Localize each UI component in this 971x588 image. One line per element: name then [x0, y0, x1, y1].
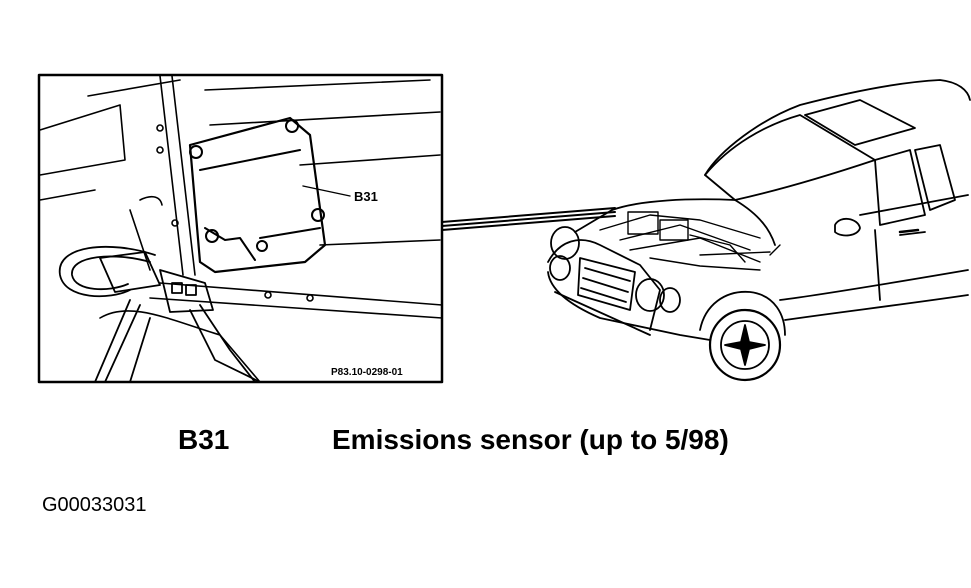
- car-headlight-left: [550, 226, 580, 260]
- car-illustration: [547, 79, 971, 382]
- car-headlight-right: [635, 278, 665, 312]
- car-side-window-rear: [914, 144, 956, 211]
- inset-pointer-lines: [441, 207, 616, 231]
- car-bumper: [547, 271, 711, 341]
- emissions-sensor-module: [188, 116, 327, 274]
- engine-bay: [599, 211, 771, 271]
- inset-component-label: B31: [354, 189, 378, 204]
- legend-description: Emissions sensor (up to 5/98): [332, 424, 729, 455]
- cable-and-connector: [59, 245, 261, 383]
- car-fender: [699, 291, 786, 336]
- car-side-window-front: [874, 149, 926, 226]
- car-hood-open: [611, 198, 776, 246]
- car-wheel-star: [724, 324, 766, 366]
- car-roof: [704, 79, 971, 176]
- inset-background-structure: [39, 75, 441, 276]
- legend-code: B31: [178, 424, 230, 455]
- inset-frame: [37, 73, 444, 384]
- car-front-wheel: [708, 308, 782, 382]
- b31-leader-line: [302, 185, 351, 197]
- figure-id: G00033031: [42, 494, 147, 516]
- car-sunroof: [804, 99, 916, 146]
- car-body-side: [859, 194, 969, 216]
- inset-body-rail: [99, 282, 443, 383]
- inset-detail-view: [37, 73, 444, 384]
- inset-reference-code: P83.10-0298-01: [331, 367, 403, 378]
- car-mirror: [834, 218, 861, 237]
- car-grille: [577, 257, 636, 311]
- car-windshield: [704, 114, 876, 201]
